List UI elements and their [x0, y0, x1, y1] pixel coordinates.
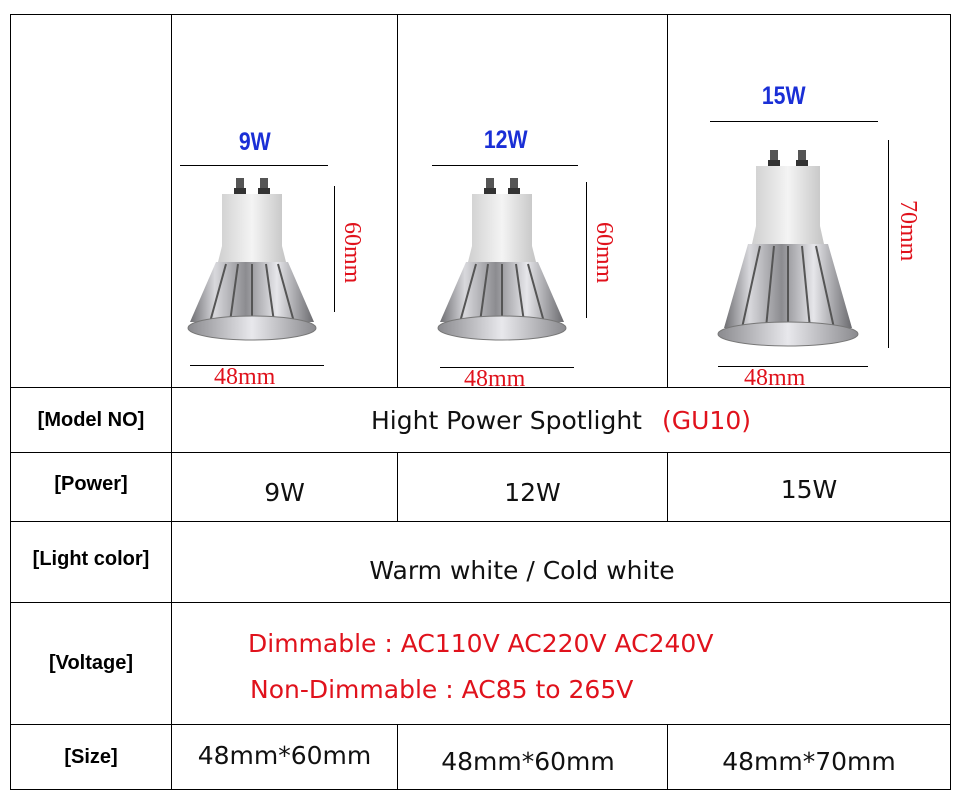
table-divider	[10, 602, 951, 603]
dimension-line-top	[710, 121, 878, 122]
row-label-light-color: [Light color]	[32, 547, 150, 570]
table-border-right	[950, 14, 951, 790]
power-value-9w: 9W	[264, 477, 305, 507]
column-divider	[397, 724, 398, 790]
width-dimension: 48mm	[744, 365, 806, 391]
column-divider	[667, 452, 668, 522]
column-divider	[667, 724, 668, 790]
table-divider	[10, 724, 951, 725]
dimension-line-top	[432, 165, 578, 166]
model-name: Hight Power Spotlight	[371, 405, 642, 435]
light-color-value: Warm white / Cold white	[369, 555, 675, 585]
table-divider	[10, 387, 951, 388]
power-value-12w: 12W	[504, 477, 561, 507]
dimension-line-bottom	[190, 365, 324, 366]
size-value-12w: 48mm*60mm	[441, 746, 615, 776]
table-divider	[10, 521, 951, 522]
product-watt-label: 12W	[483, 126, 528, 154]
dimension-line-side	[888, 140, 889, 348]
height-dimension: 60mm	[591, 222, 617, 284]
model-base-type: (GU10)	[661, 405, 751, 435]
table-border-top	[10, 14, 951, 15]
gu10-spotlight-15w-image	[717, 150, 859, 347]
table-border-left	[10, 14, 11, 790]
dimension-line-bottom	[718, 366, 868, 367]
row-label-voltage: [Voltage]	[48, 652, 134, 674]
row-label-size: [Size]	[64, 745, 118, 768]
size-value-9w: 48mm*60mm	[197, 740, 372, 770]
voltage-non-dimmable: Non-Dimmable : AC85 to 265V	[250, 674, 634, 704]
product-watt-label: 15W	[761, 82, 806, 110]
voltage-dimmable: Dimmable : AC110V AC220V AC240V	[248, 628, 714, 658]
column-divider	[397, 14, 398, 388]
row-label-model: [Model NO]	[37, 408, 145, 431]
product-watt-label: 9W	[238, 128, 271, 156]
gu10-spotlight-12w-image	[437, 178, 567, 341]
height-dimension: 70mm	[895, 200, 921, 262]
dimension-line-side	[586, 182, 587, 318]
table-divider-label	[171, 14, 172, 790]
width-dimension: 48mm	[464, 366, 526, 392]
row-label-power: [Power]	[54, 472, 128, 495]
table-border-bottom	[10, 789, 951, 790]
column-divider	[397, 452, 398, 522]
table-divider	[10, 452, 951, 453]
width-dimension: 48mm	[214, 364, 276, 390]
power-value-15w: 15W	[780, 474, 838, 504]
model-value: Hight Power Spotlight (GU10)	[172, 388, 950, 452]
dimension-line-top	[180, 165, 328, 166]
dimension-line-bottom	[440, 367, 574, 368]
size-value-15w: 48mm*70mm	[722, 746, 896, 776]
height-dimension: 60mm	[339, 222, 365, 284]
column-divider	[667, 14, 668, 388]
gu10-spotlight-9w-image	[187, 178, 317, 341]
dimension-line-side	[334, 186, 335, 312]
